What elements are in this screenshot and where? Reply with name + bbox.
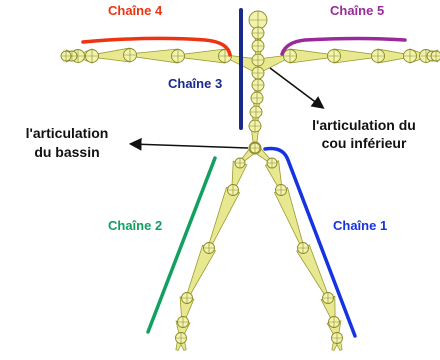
lower-neck-annotation-line-1: l'articulation du <box>312 117 416 133</box>
arm-joint-cross <box>371 49 385 63</box>
arm-joint-cross <box>403 49 417 63</box>
lower-neck-joint-annotation: l'articulation du cou inférieur <box>312 117 416 151</box>
chain-4-stroke <box>81 36 232 57</box>
leg-joint-cross <box>203 242 215 254</box>
leg-joint-cross <box>227 184 239 196</box>
spine-joint-cross <box>252 54 264 66</box>
skeleton-figure <box>60 10 440 351</box>
leg-joint-cross <box>331 332 343 344</box>
chain-5-label: Chaîne 5 <box>330 3 384 18</box>
leg-joint-cross <box>322 292 334 304</box>
chain-1-label: Chaîne 1 <box>333 218 387 233</box>
spine-joint-cross <box>249 11 267 29</box>
leg-joint-cross <box>275 184 287 196</box>
leg-joint-cross <box>181 292 193 304</box>
arm-joint-cross <box>327 49 341 63</box>
chain-5-stroke <box>280 36 407 56</box>
spine-joint-cross <box>252 27 264 39</box>
hip-joint-cross <box>235 158 245 168</box>
pelvis-annotation-line-2: du bassin <box>34 144 99 160</box>
hand-joint-cross <box>431 51 440 61</box>
limb-bone <box>273 186 305 249</box>
lower-neck-annotation-line-2: cou inférieur <box>322 135 407 151</box>
chain-2-stroke <box>146 156 217 334</box>
leg-joint-cross <box>177 316 189 328</box>
leg-joint-cross <box>175 332 187 344</box>
spine-joint-cross <box>252 79 264 91</box>
pelvis-annotation-line-1: l'articulation <box>26 125 109 141</box>
limb-bone <box>177 48 226 64</box>
leg-joint-cross <box>297 242 309 254</box>
hip-joint-cross <box>267 158 277 168</box>
pelvis-joint-annotation: l'articulation du bassin <box>26 125 109 160</box>
leg-joint-cross <box>328 316 340 328</box>
hand-joint-cross <box>61 51 71 61</box>
limb-bone <box>207 186 241 250</box>
spine-joint-cross <box>251 92 263 104</box>
chain-4-label: Chaîne 4 <box>108 3 163 18</box>
pelvis-joint-cross <box>250 143 260 153</box>
arm-joint-cross <box>85 49 99 63</box>
chain-2-label: Chaîne 2 <box>108 218 162 233</box>
chain-1-stroke <box>263 146 357 338</box>
chain-3-label: Chaîne 3 <box>168 76 222 91</box>
arm-joint-cross <box>123 48 137 62</box>
arm-joint-cross <box>171 49 185 63</box>
spine-joint-cross <box>249 120 261 132</box>
pelvis-arrow <box>128 137 249 151</box>
spine-joint-cross <box>252 40 264 52</box>
spine-joint-cross <box>250 106 262 118</box>
limb-bone <box>129 48 179 64</box>
spine-joint-cross <box>252 67 264 79</box>
lower-neck-arrow <box>269 67 325 109</box>
arm-joint-cross <box>283 49 297 63</box>
